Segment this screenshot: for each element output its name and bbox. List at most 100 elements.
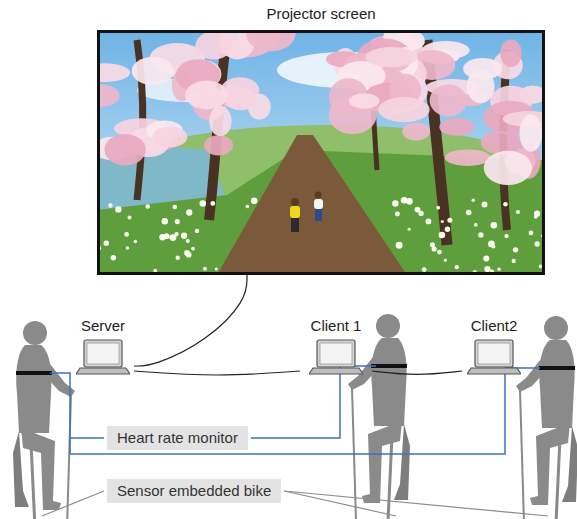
flower — [474, 223, 478, 227]
heart-rate-wire — [251, 366, 376, 438]
flower — [432, 246, 437, 251]
cyclist-silhouette — [516, 316, 577, 519]
node-label: Projector screen — [97, 4, 545, 24]
laptop-icon — [467, 338, 521, 376]
blossom — [132, 57, 174, 85]
flower — [415, 207, 421, 213]
client-laptop: Client 1 — [300, 316, 372, 376]
flower — [439, 232, 446, 239]
node-label: Client 1 — [300, 316, 372, 336]
flower — [395, 211, 400, 216]
flower — [504, 234, 508, 238]
projector-screen: Projector screen — [97, 4, 545, 275]
blossom — [209, 106, 231, 136]
flower — [534, 211, 540, 217]
blossom — [481, 131, 522, 155]
blossom — [185, 81, 228, 110]
flower — [108, 203, 112, 207]
flower — [215, 267, 218, 270]
cable — [134, 371, 300, 375]
flower — [455, 265, 459, 269]
flower — [482, 201, 488, 207]
node-label: Client2 — [462, 316, 526, 336]
cable — [372, 371, 462, 374]
blossom — [97, 63, 130, 82]
heart-rate-wire — [50, 373, 104, 438]
server-laptop: Server — [72, 316, 134, 376]
flower — [516, 210, 520, 214]
blossom — [365, 47, 417, 67]
flower — [124, 232, 129, 237]
flower — [174, 232, 178, 236]
flower — [195, 229, 199, 233]
flower — [396, 242, 403, 249]
flower — [436, 206, 440, 210]
flower — [441, 220, 444, 223]
blossom — [195, 32, 232, 60]
blossom — [439, 118, 474, 136]
blossom — [97, 84, 120, 107]
device-label: Sensor embedded bike — [107, 479, 281, 503]
flower — [512, 259, 516, 263]
flower — [210, 201, 215, 206]
flower — [491, 222, 498, 229]
blossom — [430, 84, 467, 116]
flower — [445, 227, 451, 233]
flower — [503, 202, 508, 207]
blossom — [519, 114, 542, 151]
screen-frame — [97, 30, 545, 275]
leader-line — [284, 491, 548, 516]
flower — [176, 256, 180, 260]
flower — [134, 240, 138, 244]
flower — [203, 267, 207, 271]
flower — [408, 228, 411, 231]
tiny-cyclist — [290, 198, 300, 232]
flower — [513, 247, 518, 252]
leader-line — [42, 491, 104, 516]
flower — [466, 210, 472, 216]
flower — [145, 204, 150, 209]
device-label-text: Heart rate monitor — [117, 428, 238, 448]
flower — [392, 200, 398, 206]
client-laptop: Client2 — [462, 316, 526, 376]
flower — [115, 206, 121, 212]
flower — [186, 209, 192, 215]
flower — [181, 233, 187, 239]
flower — [483, 256, 489, 262]
flower — [401, 197, 408, 204]
flower — [437, 250, 442, 255]
flower — [184, 250, 190, 256]
flower — [111, 255, 117, 261]
blossom — [402, 122, 430, 140]
flower — [529, 231, 534, 236]
blossom — [463, 58, 502, 80]
blossom — [153, 126, 188, 147]
blossom — [378, 97, 430, 122]
flower — [104, 241, 110, 247]
flower — [422, 267, 427, 272]
flower — [175, 219, 180, 224]
cyclist-silhouette — [13, 321, 75, 519]
flower — [426, 218, 432, 224]
leader-line — [284, 491, 396, 516]
flower — [128, 216, 132, 220]
blossom — [246, 30, 295, 51]
device-label-text: Sensor embedded bike — [117, 481, 271, 501]
flower — [251, 198, 258, 205]
flower — [191, 247, 195, 251]
flower — [173, 205, 178, 210]
flower — [186, 239, 190, 243]
flower — [447, 218, 452, 223]
flowers — [97, 197, 545, 275]
screen-scene — [97, 30, 545, 275]
cyclist-silhouette — [348, 314, 410, 519]
flower — [535, 241, 540, 246]
flower — [492, 245, 496, 249]
flower — [484, 266, 490, 272]
heart-rate-wire — [70, 368, 540, 454]
blossom — [204, 135, 233, 155]
